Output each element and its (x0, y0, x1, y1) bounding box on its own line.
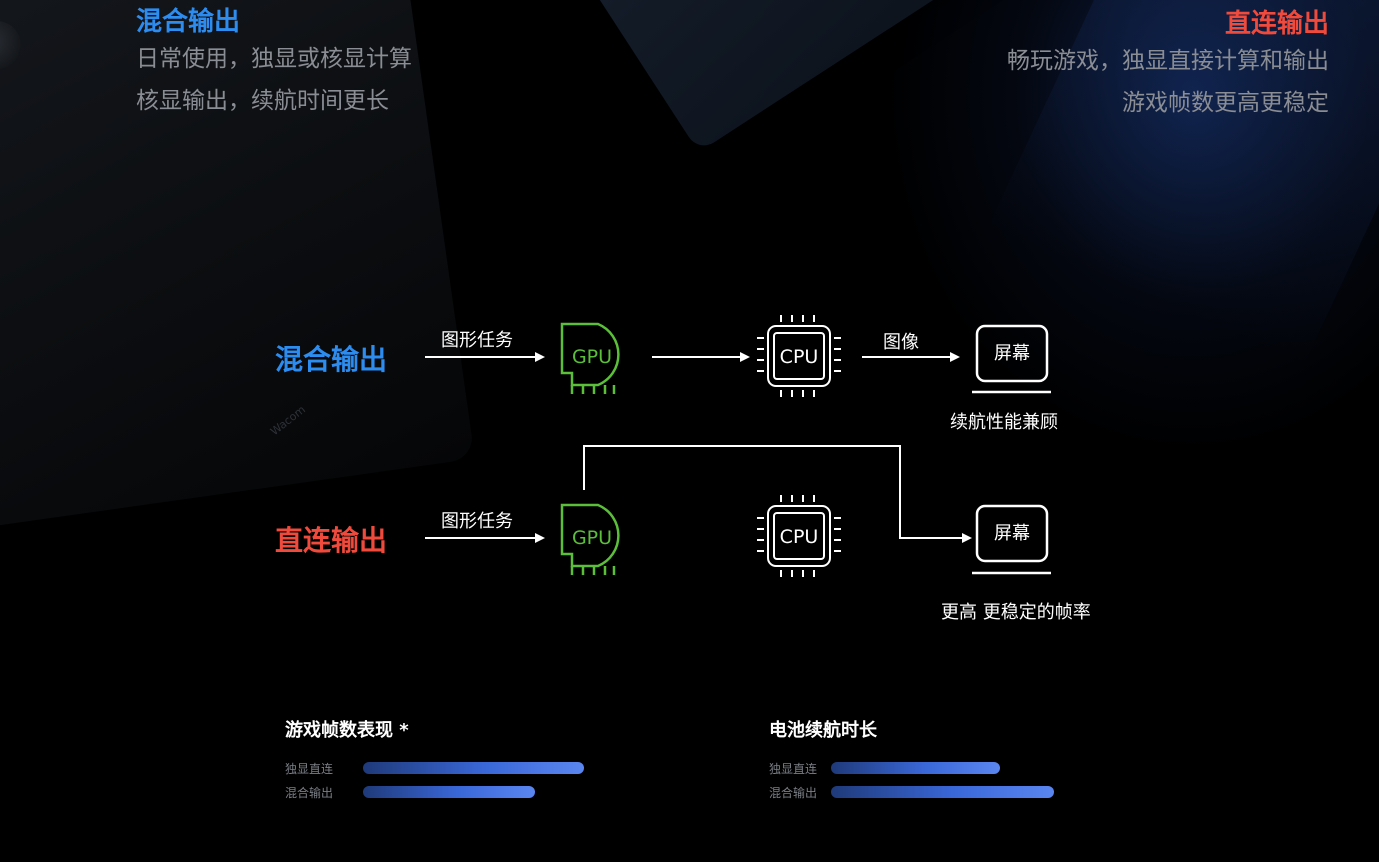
hybrid-output-line-1: 日常使用，独显或核显计算 (136, 46, 412, 72)
hybrid-output-title: 混合输出 (136, 7, 241, 37)
fps-performance-panel: 游戏帧数表现 * 独显直连 混合输出 (285, 716, 584, 804)
fps-row-direct-label: 独显直连 (285, 761, 334, 776)
hybrid-caption: 续航性能兼顾 (950, 412, 1058, 433)
direct-caption: 更高 更稳定的帧率 (941, 602, 1091, 623)
direct-row-label: 直连输出 (275, 524, 388, 557)
hybrid-image-label: 图像 (883, 332, 919, 353)
direct-gpu-text: GPU (572, 527, 612, 549)
hybrid-output-intro: 混合输出 日常使用，独显或核显计算 核显输出，续航时间更长 (136, 6, 412, 122)
battery-performance-title: 电池续航时长 (769, 720, 877, 741)
hybrid-cpu-icon (757, 315, 841, 397)
battery-row-direct: 独显直连 (769, 756, 1054, 780)
hybrid-gpu-icon (560, 322, 620, 394)
direct-screen-icon (972, 504, 1051, 575)
direct-cpu-icon (757, 495, 841, 577)
hybrid-output-line-2: 核显输出，续航时间更长 (136, 88, 389, 114)
direct-output-title: 直连输出 (1224, 9, 1329, 39)
battery-row-direct-bar (831, 762, 1000, 774)
battery-row-hybrid: 混合输出 (769, 780, 1054, 804)
battery-performance-panel: 电池续航时长 独显直连 混合输出 (769, 716, 1054, 804)
fps-row-hybrid-bar (363, 786, 535, 798)
background-glow (880, 0, 1379, 460)
hybrid-cpu-text: CPU (780, 346, 819, 368)
hybrid-screen-icon (972, 324, 1051, 394)
direct-task-label: 图形任务 (441, 511, 513, 532)
fps-row-direct-bar (363, 762, 584, 774)
fps-row-hybrid-label: 混合输出 (285, 785, 334, 800)
direct-screen-text: 屏幕 (994, 523, 1030, 544)
battery-row-hybrid-bar (831, 786, 1054, 798)
battery-row-direct-label: 独显直连 (769, 761, 818, 776)
hybrid-task-label: 图形任务 (441, 330, 513, 351)
hybrid-gpu-text: GPU (572, 346, 612, 368)
direct-output-line-1: 畅玩游戏，独显直接计算和输出 (1007, 48, 1329, 74)
fps-row-direct: 独显直连 (285, 756, 584, 780)
battery-row-hybrid-label: 混合输出 (769, 785, 818, 800)
hybrid-row-label: 混合输出 (275, 343, 388, 376)
fps-row-hybrid: 混合输出 (285, 780, 584, 804)
hybrid-screen-text: 屏幕 (994, 343, 1030, 364)
direct-gpu-to-screen-arrow (583, 445, 972, 543)
direct-gpu-icon (560, 503, 620, 575)
direct-output-intro: 直连输出 畅玩游戏，独显直接计算和输出 游戏帧数更高更稳定 (1007, 8, 1329, 124)
direct-cpu-text: CPU (780, 526, 819, 548)
fps-performance-title: 游戏帧数表现 * (285, 720, 409, 741)
direct-output-line-2: 游戏帧数更高更稳定 (1122, 90, 1329, 116)
